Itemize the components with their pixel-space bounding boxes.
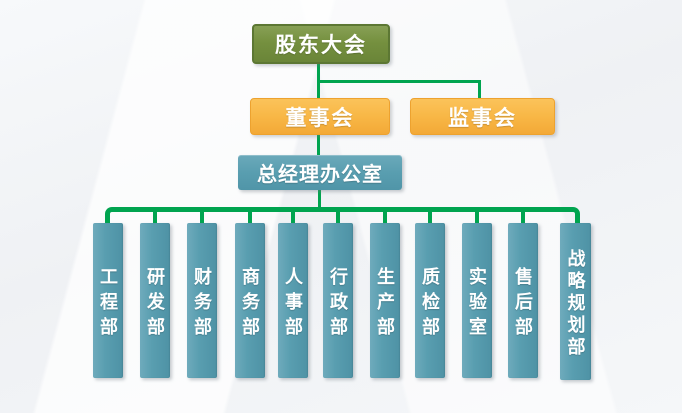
connector-drop-dept-10 — [521, 210, 525, 223]
node-dept-admin: 行政部 — [323, 223, 353, 378]
node-dept-rnd: 研发部 — [140, 223, 170, 378]
connector-drop-dept-6 — [336, 210, 340, 223]
connector-drop-dept-4 — [248, 210, 252, 223]
node-gm-office: 总经理办公室 — [238, 155, 402, 190]
node-shareholders-meeting: 股东大会 — [252, 24, 390, 64]
node-dept-hr: 人事部 — [278, 223, 308, 378]
connector-drop-dept-2 — [153, 210, 157, 223]
node-dept-aftersales: 售后部 — [508, 223, 538, 378]
node-dept-production: 生产部 — [370, 223, 400, 378]
connector-branch-horizontal — [317, 80, 481, 83]
node-dept-strategic-planning: 战略规划部 — [560, 223, 591, 380]
node-dept-business: 商务部 — [235, 223, 265, 378]
node-label: 股东大会 — [275, 34, 367, 57]
node-dept-quality: 质检部 — [415, 223, 445, 378]
node-supervisory-board: 监事会 — [410, 98, 555, 135]
connector-board-gmoffice — [317, 135, 320, 155]
node-label: 董事会 — [285, 106, 355, 130]
connector-drop-dept-3 — [200, 210, 204, 223]
connector-branch-supervisory — [478, 80, 481, 98]
node-dept-engineering: 工程部 — [93, 223, 123, 378]
connector-gmoffice-bus — [318, 190, 321, 208]
connector-departments-bus — [105, 207, 580, 223]
connector-drop-dept-8 — [428, 210, 432, 223]
node-board-of-directors: 董事会 — [250, 98, 390, 135]
connector-drop-dept-9 — [475, 210, 479, 223]
node-dept-laboratory: 实验室 — [462, 223, 492, 378]
node-label: 监事会 — [448, 106, 517, 130]
node-label: 总经理办公室 — [257, 164, 383, 186]
connector-drop-dept-5 — [291, 210, 295, 223]
connector-drop-dept-7 — [383, 210, 387, 223]
node-dept-finance: 财务部 — [187, 223, 217, 378]
